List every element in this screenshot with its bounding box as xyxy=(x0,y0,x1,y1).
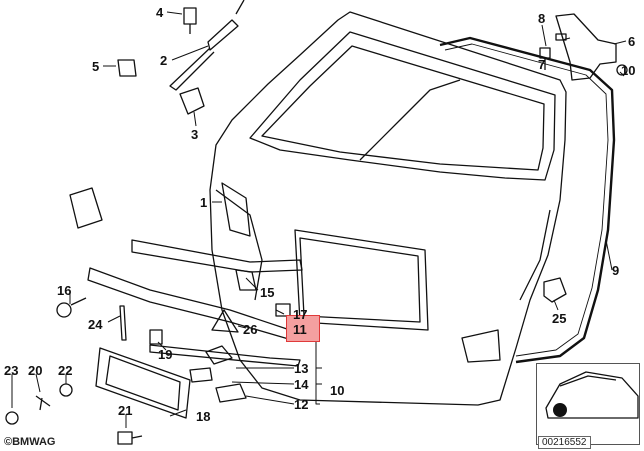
callout-24: 24 xyxy=(88,317,103,332)
right-recess xyxy=(461,329,501,363)
callout-7: 7 xyxy=(538,57,546,72)
callout-19: 19 xyxy=(158,347,173,362)
callout-20: 20 xyxy=(28,363,43,378)
warning-triangle xyxy=(211,309,239,333)
callout-23: 23 xyxy=(4,363,19,378)
callout-10: 10 xyxy=(330,383,345,398)
inset-marker xyxy=(553,403,567,417)
copyright-text: ©BMWAG xyxy=(4,436,56,448)
window-opening xyxy=(249,31,556,181)
callout-16: 16 xyxy=(57,283,72,298)
highlight-box-11 xyxy=(286,315,320,342)
clip-5 xyxy=(117,59,137,77)
callout-4: 4 xyxy=(156,5,164,20)
plate-base xyxy=(95,347,191,419)
location-inset xyxy=(536,363,640,445)
left-lamp-cutout xyxy=(221,182,251,237)
strut-bracket xyxy=(179,87,205,115)
callout-13: 13 xyxy=(294,361,309,376)
callout-6: 6 xyxy=(628,34,636,49)
leader-lines xyxy=(11,11,627,428)
callout-14: 14 xyxy=(294,377,309,392)
callout-26: 26 xyxy=(243,322,258,337)
callout-5: 5 xyxy=(92,59,100,74)
callout-2: 2 xyxy=(160,53,168,68)
gas-strut xyxy=(169,0,245,91)
callout-12: 12 xyxy=(294,397,309,412)
reference-code: 00216552 xyxy=(538,436,591,449)
cover-cap xyxy=(69,187,103,229)
callout-22: 22 xyxy=(58,363,73,378)
callout-15: 15 xyxy=(260,285,275,300)
hinge xyxy=(555,13,617,81)
handle-strip xyxy=(131,239,303,273)
callout-8: 8 xyxy=(538,11,546,26)
seal-strip xyxy=(439,36,616,364)
callout-21: 21 xyxy=(118,403,133,418)
callout-3: 3 xyxy=(191,127,199,142)
callout-9: 9 xyxy=(612,263,620,278)
callout-17: 17 xyxy=(293,307,308,322)
callout-1: 1 xyxy=(200,195,208,210)
callout-11: 11 xyxy=(293,322,307,337)
inset-car xyxy=(545,371,639,419)
tailgate-outline xyxy=(209,11,567,406)
callout-25: 25 xyxy=(552,311,567,326)
plate-recess xyxy=(294,229,429,331)
ball-stud xyxy=(183,7,197,34)
lower-trim xyxy=(87,267,293,341)
callout-18: 18 xyxy=(196,409,211,424)
callout-10-top: 10 xyxy=(621,63,636,78)
